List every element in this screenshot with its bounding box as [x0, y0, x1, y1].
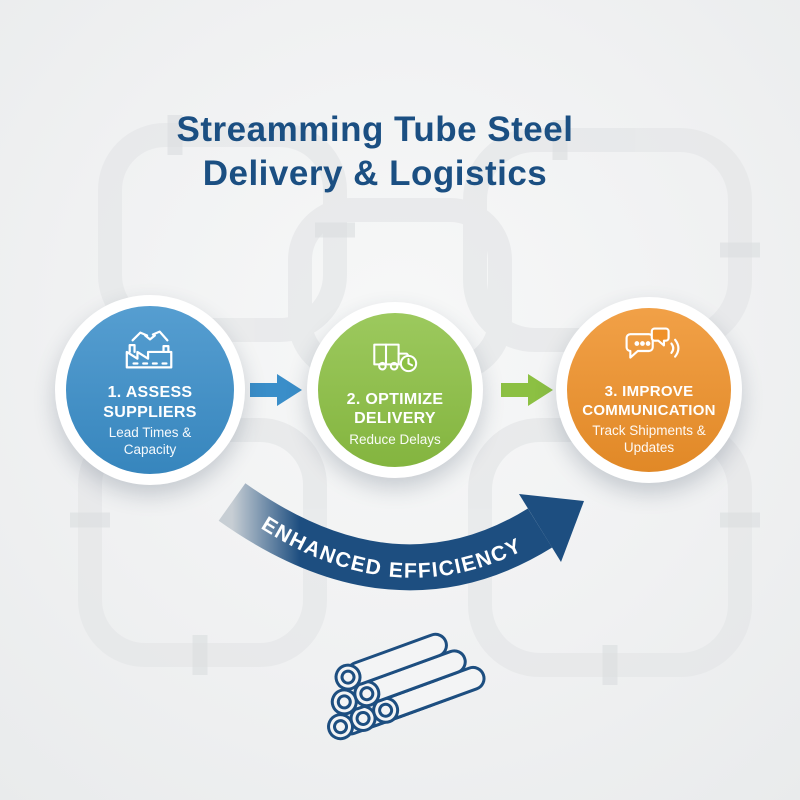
handshake-factory-icon	[125, 330, 173, 369]
step-1-sublabel: Lead Times & Capacity	[108, 425, 192, 458]
flow-arrow-2	[501, 374, 553, 406]
page-title: Streamming Tube Steel Delivery & Logisti…	[75, 108, 675, 196]
page-title-line2: Delivery & Logistics	[202, 153, 548, 193]
page-title-line1: Streamming Tube Steel	[176, 110, 574, 149]
step-3-circle: 3. IMPROVE COMMUNICATION Track Shipments…	[556, 297, 742, 483]
steel-tubes-illustration	[327, 632, 486, 741]
pipe-couplings	[70, 115, 760, 685]
step-2-label: 2. OPTIMIZE DELIVERY	[346, 390, 444, 428]
step-2-circle: 2. OPTIMIZE DELIVERY Reduce Delays	[307, 302, 483, 478]
step-1-label: 1. ASSESS SUPPLIERS	[103, 384, 197, 421]
step-3-label: 3. IMPROVE COMMUNICATION	[582, 383, 716, 419]
flow-arrow-1-shape	[250, 374, 302, 406]
flow-arrow-2-shape	[501, 374, 553, 406]
swoosh-arrow-body	[218, 483, 553, 591]
step-2-sublabel: Reduce Delays	[349, 431, 441, 447]
step-1-circle: 1. ASSESS SUPPLIERS Lead Times & Capacit…	[55, 295, 245, 485]
tube-bundle	[327, 632, 486, 741]
chat-bubbles-icon	[625, 327, 680, 359]
swoosh-arrowhead	[519, 494, 584, 562]
truck-clock-icon	[373, 343, 418, 372]
flow-arrow-1	[250, 374, 302, 406]
step-3-sublabel: Track Shipments & Updates	[592, 422, 706, 455]
